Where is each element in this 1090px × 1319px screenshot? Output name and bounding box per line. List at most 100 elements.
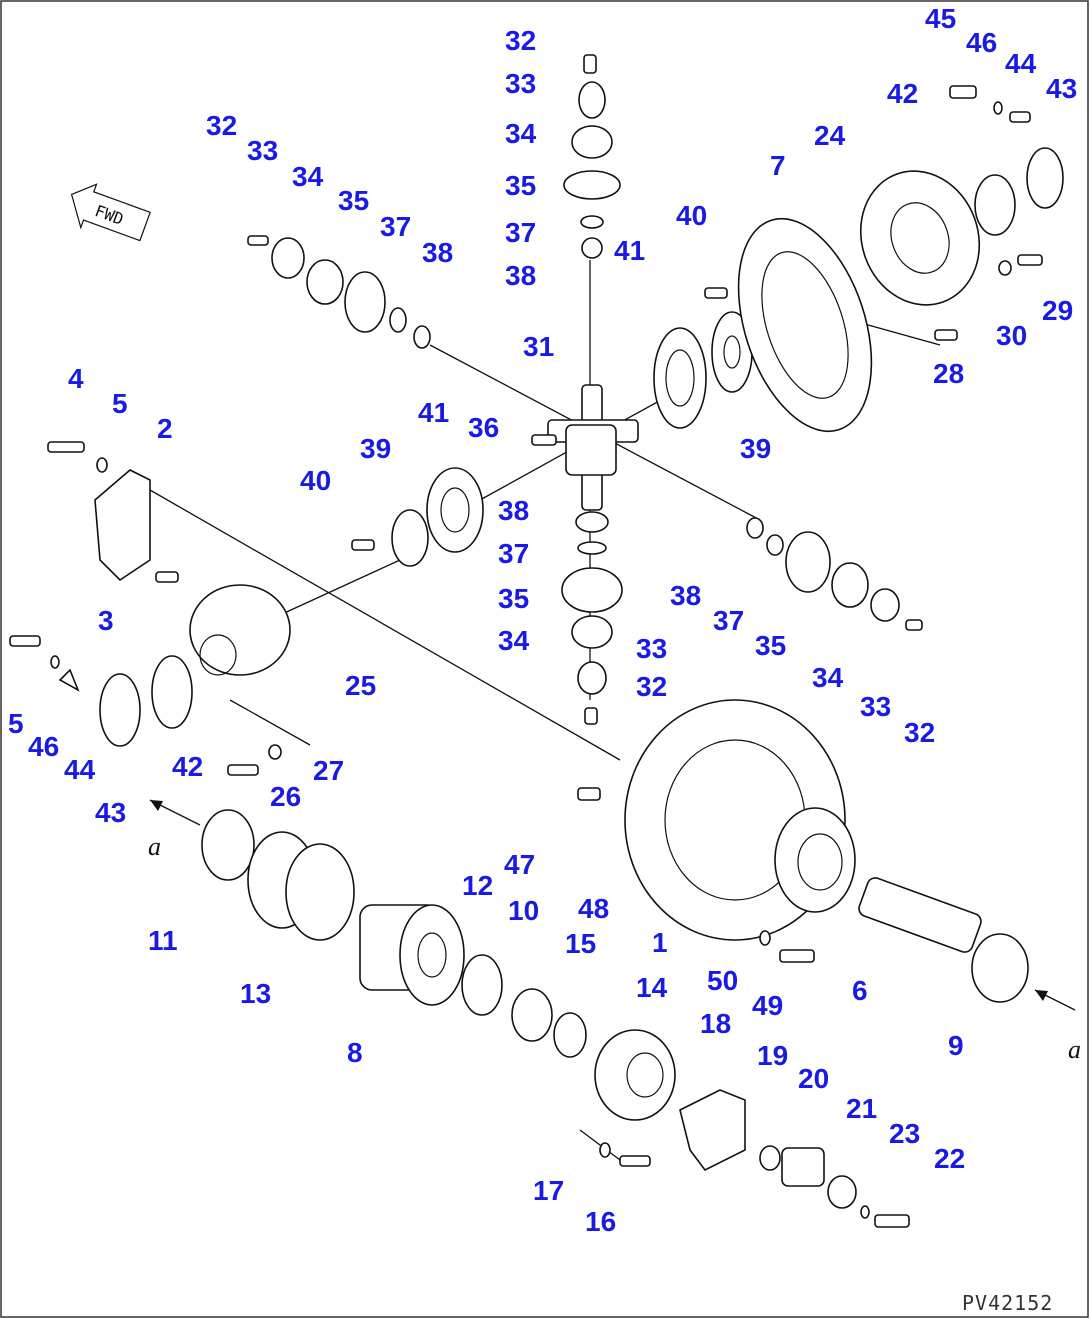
carrier-8-face [399, 904, 465, 1006]
callout-9: 9 [948, 1030, 964, 1061]
callout-8: 8 [347, 1037, 363, 1068]
callout-28: 28 [933, 358, 964, 389]
bolt-45 [949, 85, 977, 99]
callout-46-lower: 46 [28, 731, 59, 762]
callout-11: 11 [148, 925, 178, 956]
seal-9 [971, 933, 1029, 1003]
side-gear-41-left [426, 467, 484, 553]
callout-26: 26 [270, 781, 301, 812]
callout-49: 49 [752, 990, 783, 1021]
callout-34-left: 34 [292, 161, 324, 192]
callout-43-lower: 43 [95, 797, 126, 828]
callout-32: 32 [505, 25, 536, 56]
bolt-32-left [247, 235, 269, 246]
bolt-26 [227, 764, 259, 776]
callout-43-upper: 43 [1046, 73, 1077, 104]
spacer-33-top [578, 81, 606, 119]
nut-38-right [746, 517, 764, 539]
callout-33-right: 33 [860, 691, 891, 722]
callout-16: 16 [585, 1206, 616, 1237]
reference-marks: a a [148, 799, 1081, 1064]
washer-30 [998, 260, 1012, 276]
washer-46-lower [50, 655, 60, 669]
washer-37-left [389, 307, 407, 333]
callout-5-upper: 5 [112, 388, 128, 419]
callout-35-right: 35 [755, 630, 786, 661]
callout-27: 27 [313, 755, 344, 786]
callout-34-mid: 34 [498, 625, 530, 656]
bolt-29 [1017, 254, 1043, 266]
callout-10: 10 [508, 895, 539, 926]
callout-23: 23 [889, 1118, 920, 1149]
callout-34-right: 34 [812, 662, 844, 693]
callout-33: 33 [505, 68, 536, 99]
callout-37-right: 37 [713, 605, 744, 636]
callout-17: 17 [533, 1175, 564, 1206]
pin-28 [934, 329, 958, 341]
callout-21: 21 [846, 1093, 877, 1124]
washer-46-upper [993, 101, 1003, 115]
gear-35-right [785, 531, 831, 593]
washer-17 [599, 1142, 611, 1158]
nut-43-upper [1026, 147, 1064, 209]
callout-42-upper: 42 [887, 78, 918, 109]
callout-44-upper: 44 [1005, 48, 1037, 79]
bolt-32-bottom [584, 707, 598, 725]
callout-39-right: 39 [740, 433, 771, 464]
callout-48: 48 [578, 893, 609, 924]
bearing-10 [511, 988, 553, 1042]
callout-38-right: 38 [670, 580, 701, 611]
spacer-33-right [870, 588, 900, 622]
housing-hub [774, 807, 856, 913]
callout-20: 20 [798, 1063, 829, 1094]
bevel-gear-7 [737, 217, 873, 433]
nut-38-top [581, 237, 603, 259]
callout-39-left: 39 [360, 433, 391, 464]
callout-38-left: 38 [422, 237, 453, 268]
callout-33-mid: 33 [636, 633, 667, 664]
bolt-4 [47, 441, 85, 453]
washer-27 [268, 744, 282, 760]
callout-labels: 32 33 34 35 37 38 41 32 33 34 35 37 38 3… [8, 3, 1077, 1237]
part-21 [827, 1175, 857, 1209]
callout-41-top: 41 [614, 235, 645, 266]
gear-35-bottom [561, 567, 623, 613]
reference-mark-left: a [148, 832, 161, 861]
callout-19: 19 [757, 1040, 788, 1071]
part-20 [781, 1147, 825, 1187]
callout-37-left: 37 [380, 211, 411, 242]
ring-12 [461, 954, 503, 1016]
callout-50: 50 [707, 965, 738, 996]
callout-47: 47 [504, 849, 535, 880]
callout-35-mid: 35 [498, 583, 529, 614]
bolt-32-top [583, 54, 597, 74]
bearing-34-bottom [571, 615, 613, 649]
callout-32-mid: 32 [636, 671, 667, 702]
callout-30: 30 [996, 320, 1027, 351]
pin-3 [155, 571, 179, 583]
callout-13: 13 [240, 978, 271, 1009]
callout-35: 35 [505, 170, 536, 201]
washer-39-left [391, 509, 429, 567]
bolt-32-right [905, 619, 923, 631]
bolt-22 [874, 1214, 910, 1228]
parts [9, 54, 1064, 1228]
pin-40-upper [704, 287, 728, 299]
spacer-33-bottom [577, 661, 607, 695]
callout-32-left: 32 [206, 110, 237, 141]
nut-38-bottom [575, 511, 609, 533]
callout-25: 25 [345, 670, 376, 701]
bearing-34-right [831, 562, 869, 608]
callout-35-left: 35 [338, 185, 369, 216]
washer-37-bottom [577, 541, 607, 555]
spacer-33-left [271, 237, 305, 279]
callout-36: 36 [468, 412, 499, 443]
spider-31 [547, 384, 639, 511]
case-24 [859, 170, 981, 306]
callout-37: 37 [505, 217, 536, 248]
drawing-code: PV42152 [962, 1291, 1053, 1315]
disc-13-b [285, 843, 355, 941]
